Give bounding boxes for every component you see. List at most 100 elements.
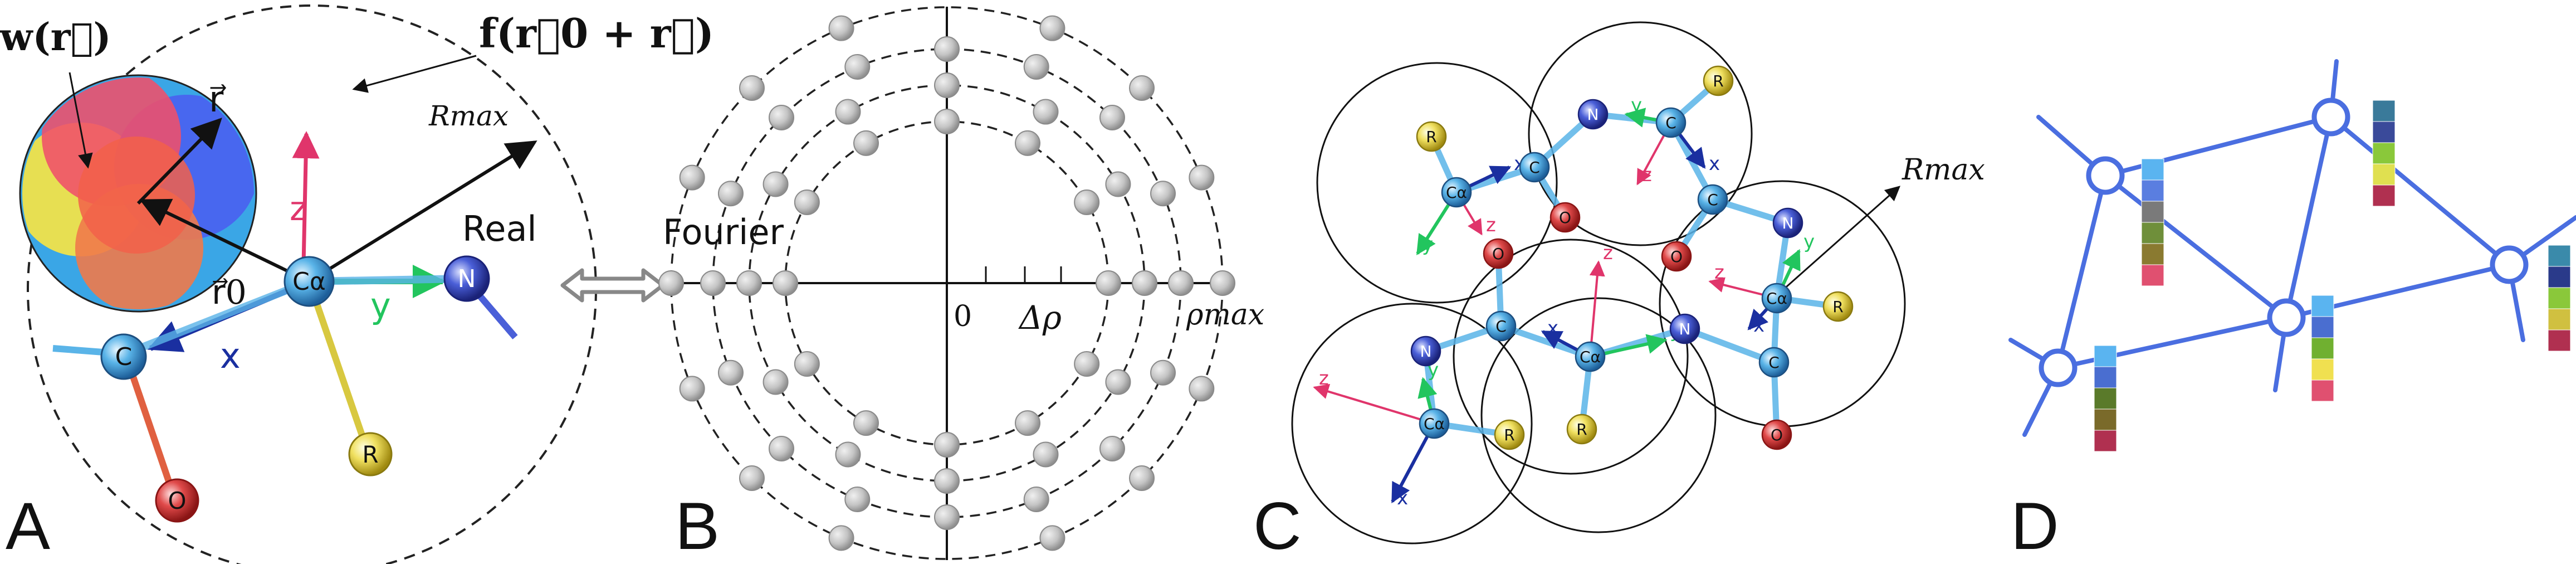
fourier-sample-point <box>1033 441 1059 468</box>
atom-residue: R <box>1416 121 1447 152</box>
feature-cell <box>2548 287 2571 309</box>
feature-cell <box>2094 387 2117 410</box>
feature-cell <box>2094 366 2117 388</box>
panel-d: D <box>2008 59 2576 563</box>
graph-edge <box>2329 115 2511 267</box>
fourier-sample-point <box>1074 351 1100 377</box>
fourier-sample-point <box>934 109 960 134</box>
atom-oxygen: O <box>1661 241 1692 272</box>
atom-residue-label: R <box>1713 72 1723 90</box>
weight-function-label: w(r⃗) <box>0 15 111 60</box>
atom-nitrogen: N <box>1772 207 1803 239</box>
bond-ca-r <box>306 280 371 453</box>
frame-x-label: x <box>1547 317 1558 339</box>
atom-carbon-label: C <box>1529 158 1540 177</box>
panel-letter-d: D <box>2011 489 2059 563</box>
bond-ca-n <box>309 275 466 285</box>
atom-residue: R <box>348 432 393 477</box>
atom-nitrogen-label: N <box>1420 342 1432 361</box>
atom-alpha_carbon: Cα <box>1419 408 1450 439</box>
field-pointer <box>352 55 477 93</box>
atom-carbon: C <box>1655 107 1687 138</box>
atom-carbon-sphere <box>1758 347 1790 378</box>
atom-residue-sphere <box>1566 414 1597 445</box>
atom-carbon-sphere <box>1655 107 1687 138</box>
rmax-radius-arrow <box>308 140 537 283</box>
fourier-sample-point <box>794 189 820 215</box>
fourier-sample-point <box>853 410 879 436</box>
atom-alpha_carbon-sphere <box>1441 177 1472 208</box>
fourier-sample-point <box>762 369 789 395</box>
fourier-sample-point <box>717 359 744 386</box>
feature-cell <box>2372 142 2396 164</box>
fourier-sample-point <box>1150 181 1176 207</box>
feature-cell <box>2311 316 2334 338</box>
graph-edge <box>2056 315 2289 370</box>
atom-nitrogen-label: N <box>1782 214 1794 232</box>
weight-pointer <box>69 72 93 169</box>
sphere-residue-4 <box>1453 239 1689 475</box>
fourier-sample-point <box>773 270 798 296</box>
atom-carbon-label: C <box>1768 353 1780 372</box>
fourier-sample-point <box>1132 270 1157 296</box>
fourier-sample-point <box>1033 99 1059 125</box>
fourier-sample-point <box>853 130 879 156</box>
atom-alpha_carbon-label: Cα <box>1446 183 1467 202</box>
atom-nitrogen-sphere <box>1410 336 1441 367</box>
fourier-sample-point <box>769 435 795 461</box>
panel-c: xyzxyzxyzxyzxyz RCαCNCRCNCαRCONCαRCNCαRO… <box>1253 21 1985 563</box>
feature-cell <box>2094 430 2117 452</box>
fourier-sample-point <box>1129 465 1155 492</box>
atom-carbon: C <box>1519 152 1550 183</box>
atom-nitrogen: N <box>443 255 490 302</box>
field-function-label: f(r⃗0 + r⃗) <box>479 9 714 57</box>
atom-oxygen: O <box>1549 202 1581 233</box>
fourier-sample-point <box>717 181 744 207</box>
sphere-residue-6 <box>1480 297 1717 533</box>
feature-cell <box>2548 245 2571 267</box>
feature-cell <box>2548 308 2571 330</box>
panel-letter-a: A <box>6 489 50 563</box>
atom-alpha_carbon: Cα <box>1761 283 1792 314</box>
fourier-sample-points <box>658 15 1235 551</box>
atom-oxygen-sphere <box>1661 241 1692 272</box>
fourier-sample-point <box>828 15 854 41</box>
fourier-sample-point <box>828 525 854 551</box>
feature-cell <box>2372 100 2396 122</box>
atom-carbon-label: C <box>1707 191 1718 209</box>
feature-cell <box>2311 380 2334 402</box>
feature-cell <box>2141 179 2164 202</box>
atom-alpha_carbon-sphere <box>1575 341 1606 372</box>
sphere-residue-2 <box>1528 21 1753 246</box>
real-fourier-double-arrow <box>560 268 665 303</box>
fourier-sample-point <box>739 75 765 101</box>
panel-letter-c: C <box>1253 489 1302 563</box>
frame-y-label: y <box>1631 94 1642 116</box>
atom-oxygen-label: O <box>1559 208 1571 227</box>
feature-cell <box>2311 358 2334 381</box>
fourier-sample-point <box>1023 54 1049 80</box>
z-axis-label: z <box>290 189 307 228</box>
r-vector-arrow <box>136 118 222 205</box>
atom-alpha_carbon: Cα <box>1441 177 1472 208</box>
fourier-sample-point <box>736 270 762 296</box>
atom-nitrogen: N <box>1669 313 1700 344</box>
fourier-sample-point <box>934 36 960 62</box>
atom-nitrogen-sphere <box>1669 313 1700 344</box>
rmax-label-c: Rmax <box>1902 153 1985 187</box>
fourier-sample-point <box>934 504 960 530</box>
fourier-space-label: Fourier <box>663 212 784 252</box>
frame-x-label: x <box>1753 314 1764 337</box>
feature-cell <box>2548 329 2571 352</box>
atom-residue-label: R <box>1426 128 1436 146</box>
atom-oxygen-sphere <box>1549 202 1581 233</box>
weight-function-blob <box>19 74 257 313</box>
origin-zero-label: 0 <box>954 300 972 333</box>
frame-x-label: x <box>1397 487 1408 509</box>
fourier-sample-point <box>679 164 705 191</box>
fourier-sample-point <box>1023 487 1049 513</box>
atom-alpha_carbon-label: Cα <box>1766 289 1787 308</box>
graph-node-1 <box>2086 156 2125 195</box>
fourier-sample-point <box>762 171 789 197</box>
rho-max-label: ρmax <box>1186 298 1264 332</box>
